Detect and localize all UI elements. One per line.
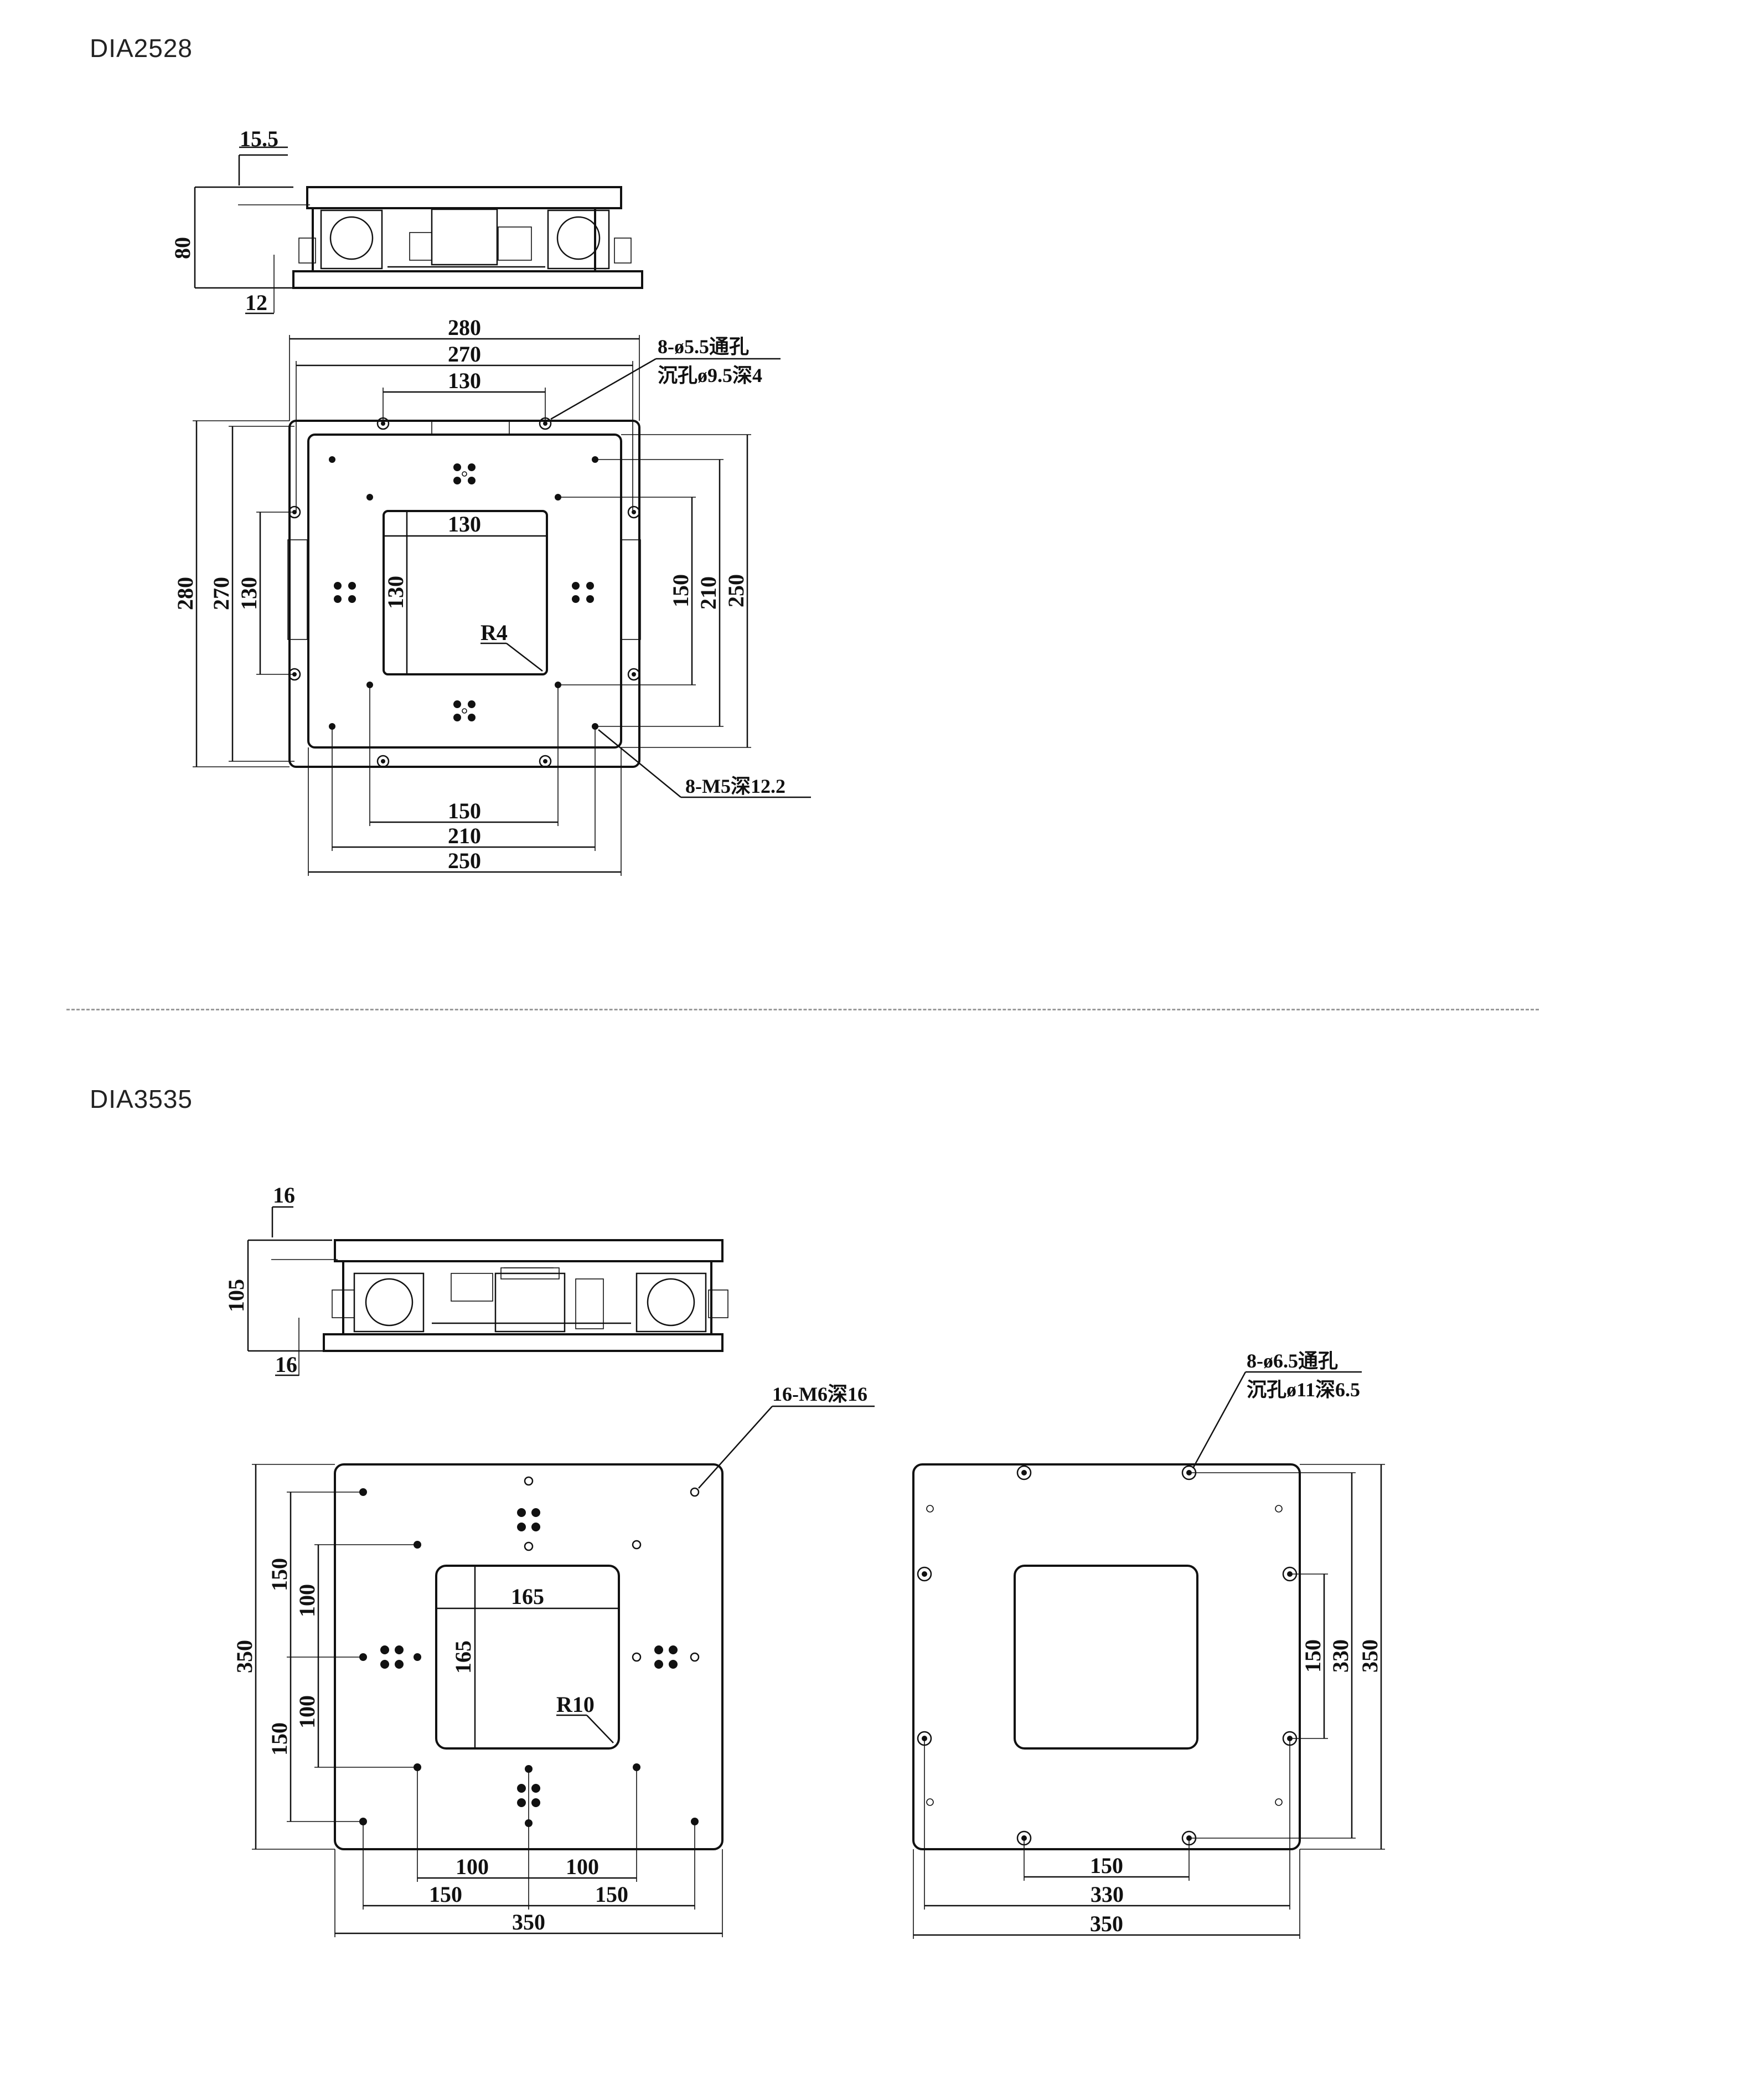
dia2528-dim-left-mid: 270 — [209, 577, 234, 610]
dia2528-dim-right-outer: 250 — [724, 574, 748, 607]
dia3535-back-dim-right-inner: 150 — [1300, 1639, 1325, 1673]
dia3535-dim-left-upper-100: 100 — [294, 1584, 319, 1617]
dia3535-note-counterbore: 沉孔ø11深6.5 — [1247, 1379, 1360, 1401]
model-title-dia2528: DIA2528 — [90, 34, 193, 63]
dia2528-top-view: 280 270 130 280 270 130 — [173, 315, 811, 876]
dia2528-note-counterbore: 沉孔ø9.5深4 — [658, 364, 762, 386]
dia2528-dim-top-mid: 270 — [448, 342, 481, 367]
dia2528-dim-window-height: 130 — [383, 576, 408, 609]
dia2528-side-view: 15.5 80 12 — [170, 126, 643, 315]
dia3535-small-holes — [926, 1505, 1283, 1806]
dia3535-radius-label: R10 — [556, 1692, 595, 1717]
dia3535-counterbore-holes — [917, 1465, 1298, 1846]
dia2528-counterbore-holes — [288, 417, 640, 768]
dia2528-note-tapped-holes: 8-M5深12.2 — [685, 775, 786, 797]
dia2528-side-dim-height: 80 — [170, 237, 195, 259]
dia3535-dim-left-lower-150: 150 — [267, 1722, 292, 1756]
dia3535-dim-bottom-left-150: 150 — [429, 1882, 462, 1907]
dia2528-dim-right-inner: 150 — [668, 574, 693, 607]
dia3535-back-dim-bottom-outer: 350 — [1090, 1911, 1123, 1936]
dia3535-hole-clusters — [380, 1508, 678, 1807]
dia2528-dim-left-inner: 130 — [236, 577, 261, 610]
dia3535-back-dim-right-mid: 330 — [1328, 1639, 1353, 1673]
dia3535-dim-left-outer: 350 — [232, 1640, 257, 1673]
dia2528-dim-window-width: 130 — [448, 512, 481, 536]
dia2528-dim-top-outer: 280 — [448, 315, 481, 340]
section-divider — [66, 1009, 1539, 1010]
dia3535-side-dim-offset: 16 — [273, 1183, 295, 1208]
model-title-dia3535: DIA3535 — [90, 1085, 193, 1113]
dia2528-hole-clusters — [334, 463, 594, 721]
dia2528-dim-bottom-mid: 210 — [448, 823, 481, 848]
dia2528-dim-bottom-outer: 250 — [448, 848, 481, 873]
dia3535-dim-left-upper-150: 150 — [267, 1558, 292, 1591]
dia2528-dim-top-inner: 130 — [448, 368, 481, 393]
dia3535-front-view: 16-M6深16 350 150 100 100 150 — [232, 1383, 875, 1937]
dia3535-note-tapped-holes: 16-M6深16 — [772, 1383, 867, 1405]
dia2528-radius-label: R4 — [480, 620, 508, 645]
dia3535-side-dim-base: 16 — [275, 1352, 297, 1377]
dia3535-dim-bottom-left-100: 100 — [456, 1854, 489, 1879]
dia3535-dim-bottom-right-150: 150 — [595, 1882, 628, 1907]
dia3535-dim-left-lower-100: 100 — [294, 1695, 319, 1728]
dia3535-back-dim-right-outer: 350 — [1357, 1639, 1382, 1673]
dia2528-dim-bottom-inner: 150 — [448, 798, 481, 823]
dia2528-side-dim-base: 12 — [245, 290, 267, 315]
dia3535-side-view: 16 105 16 — [224, 1183, 728, 1377]
dia2528-dim-left-outer: 280 — [173, 577, 198, 610]
dia3535-dim-bottom-outer: 350 — [512, 1910, 545, 1934]
dia3535-back-dim-bottom-inner: 150 — [1090, 1853, 1123, 1878]
dia3535-side-dim-height: 105 — [224, 1279, 249, 1312]
dia3535-note-through-holes: 8-ø6.5通孔 — [1247, 1350, 1338, 1372]
dia3535-dim-window-height: 165 — [451, 1640, 476, 1674]
dia3535-back-dim-bottom-mid: 330 — [1091, 1882, 1124, 1907]
dia3535-back-view: 8-ø6.5通孔 沉孔ø11深6.5 150 330 350 — [912, 1350, 1385, 1939]
dia3535-dim-bottom-right-100: 100 — [566, 1854, 599, 1879]
dia3535-dim-window-width: 165 — [511, 1584, 544, 1609]
dia2528-dim-right-mid: 210 — [696, 576, 721, 610]
dia2528-note-through-holes: 8-ø5.5通孔 — [658, 336, 749, 358]
